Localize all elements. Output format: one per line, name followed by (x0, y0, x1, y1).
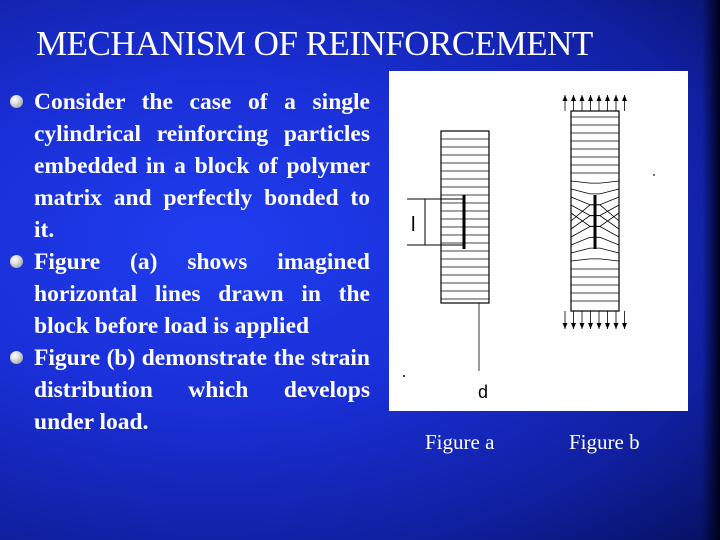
load-arrow-icon (622, 95, 627, 101)
reinforcement-diagram: l d (403, 95, 655, 402)
load-arrow-icon (605, 95, 610, 101)
bullet-text: Figure (b) demonstrate the strain distri… (34, 345, 370, 435)
bullet-text: Consider the case of a single cylindrica… (34, 89, 370, 243)
load-arrow-icon (579, 95, 585, 101)
caption-figure-a: Figure a (425, 430, 495, 454)
load-arrow-icon (588, 95, 593, 101)
bullet-dot-icon (10, 351, 23, 364)
bullet-text: Figure (a) shows imagined horizontal lin… (34, 249, 370, 339)
load-arrow-icon (562, 323, 568, 329)
load-arrow-icon (596, 95, 602, 101)
caption-figure-b: Figure b (569, 430, 640, 454)
load-arrow-icon (562, 95, 568, 101)
speck (403, 375, 405, 377)
figure-a-block (440, 130, 490, 304)
load-arrow-icon (579, 323, 585, 329)
strained-line (570, 180, 620, 184)
diameter-label: d (478, 382, 488, 402)
reinforcement-figure: l d (389, 71, 688, 411)
load-arrow-icon (613, 323, 619, 329)
bullet-item: Figure (b) demonstrate the strain distri… (10, 342, 370, 438)
slide-right-edge (702, 0, 720, 540)
bullet-list: Consider the case of a single cylindrica… (10, 86, 370, 438)
block-outline (570, 110, 620, 312)
load-arrow-icon (571, 95, 576, 101)
load-arrow-icon (605, 323, 610, 329)
length-label: l (411, 214, 415, 236)
figure-b-block (562, 95, 627, 329)
block-outline (440, 130, 490, 304)
speck (653, 174, 655, 176)
load-arrow-icon (588, 323, 593, 329)
load-arrow-icon (596, 323, 602, 329)
bullet-dot-icon (10, 255, 23, 268)
load-arrow-icon (571, 323, 576, 329)
bullet-item: Figure (a) shows imagined horizontal lin… (10, 246, 370, 342)
bullet-dot-icon (10, 95, 23, 108)
length-dimension (407, 198, 463, 246)
slide-title: MECHANISM OF REINFORCEMENT (36, 24, 593, 63)
bullet-item: Consider the case of a single cylindrica… (10, 86, 370, 246)
load-arrow-icon (613, 95, 619, 101)
load-arrow-icon (622, 323, 627, 329)
strained-line (570, 258, 620, 262)
strained-line (570, 188, 620, 195)
